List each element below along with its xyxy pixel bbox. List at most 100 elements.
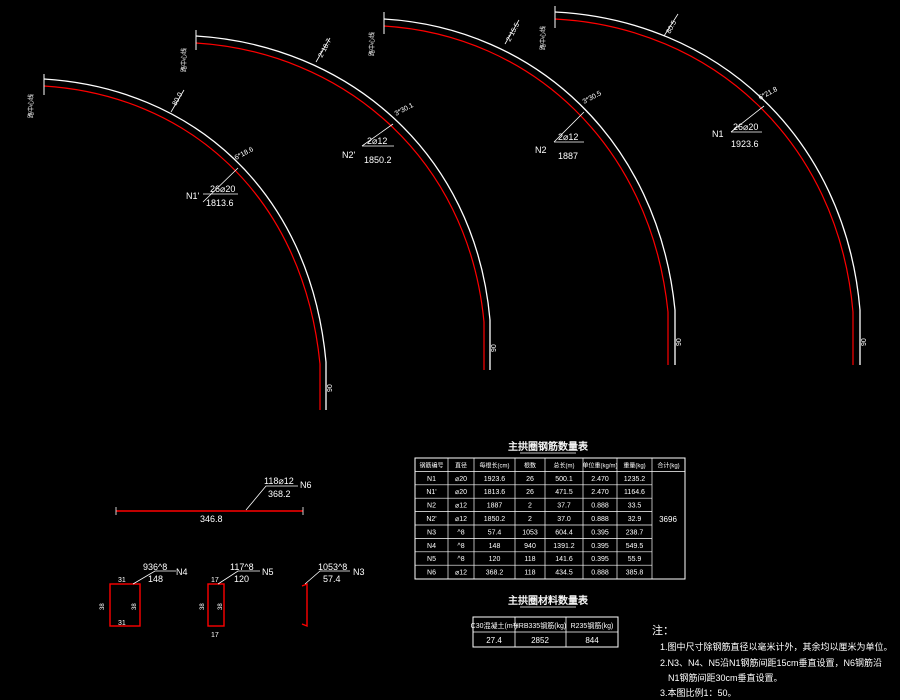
table1-cell: 118: [524, 570, 535, 577]
mark-length: 1813.6: [206, 198, 234, 208]
table2-header: C30混凝土(m³): [471, 621, 518, 630]
table1-total: 3696: [659, 515, 677, 524]
n5-top-dim: 17: [211, 577, 219, 584]
mark-leader: [361, 123, 394, 147]
table1-cell: 0.395: [591, 543, 609, 550]
n3-name: N3: [353, 567, 365, 577]
n4-stirrup-detail: 936^8 N4 148 31 31 38 38: [100, 562, 188, 627]
dim-mid: 3*30.1: [394, 102, 415, 118]
table1-title: 主拱圈钢筋数量表: [508, 440, 589, 453]
n3-leader: [304, 570, 350, 585]
arch-outline: [43, 78, 327, 410]
table1-cell: N4: [427, 543, 436, 550]
table1-cell: 1887: [487, 503, 503, 510]
rebar-quantity-table: 主拱圈钢筋数量表 钢筋编号直径每根长(cm)根数总长(m)单位重(kg/m)重量…: [414, 440, 686, 580]
note-line: N1钢筋间距30cm垂直设置。: [668, 672, 783, 683]
table1-cell: 26: [526, 476, 534, 483]
table1-cell: 148: [489, 543, 501, 550]
rebar-line: [383, 25, 669, 365]
table1-cell: N1: [427, 476, 436, 483]
n5-length: 120: [234, 574, 249, 584]
table1-cell: ^8: [457, 543, 464, 550]
table1-cell: 57.4: [488, 529, 502, 536]
dim-leader: [504, 19, 520, 45]
table1-cell: 0.888: [591, 516, 609, 523]
table1-cell: 604.4: [555, 529, 573, 536]
dim-top: 2*18.7: [318, 38, 334, 59]
table1-cell: 118: [524, 556, 535, 563]
dim-top: 2*15.5: [506, 22, 522, 43]
arc-detail-n2-prime: 路中心线 2*18.7 3*30.1 N2' 2⌀12 1850.2 90: [180, 30, 498, 370]
arch-outline: [383, 18, 676, 365]
table1-cell: 26: [526, 489, 534, 496]
table1-cell: N5: [427, 556, 436, 563]
n6-name: N6: [300, 480, 312, 490]
arc-detail-n1: 路中心线 80.5 6*21.8 N1 26⌀20 1923.6 90: [539, 6, 868, 365]
n5-right-dim: 38: [218, 603, 224, 610]
table1-cell: 0.888: [591, 570, 609, 577]
table1-header: 重量(kg): [623, 461, 645, 469]
mark-qty: 26⌀20: [733, 122, 758, 132]
mark-leader: [730, 105, 765, 133]
mark-qty: 2⌀12: [558, 132, 578, 142]
table2-value: 27.4: [486, 636, 502, 645]
dim-leader: [315, 37, 331, 63]
table1-header: 单位重(kg/m): [583, 461, 618, 469]
table1-header: 直径: [455, 461, 467, 469]
table1-header: 总长(m): [554, 461, 575, 469]
mark-qty: 26⌀20: [210, 184, 235, 194]
table1-cell: 500.1: [555, 476, 573, 483]
n5-bottom-dim: 17: [211, 632, 219, 639]
table1-cell: 32.9: [628, 516, 642, 523]
rebar-line: [43, 85, 321, 410]
rebar-line: [195, 42, 485, 370]
table1-header: 合计(kg): [657, 461, 679, 469]
dim-leader: [170, 89, 185, 113]
table1-cell: 1164.6: [624, 489, 645, 496]
table1-cell: 1923.6: [484, 476, 506, 483]
table1-cell: 33.5: [628, 503, 642, 510]
table1-cell: 238.7: [626, 529, 644, 536]
n3-qty: 1053^8: [318, 562, 347, 572]
table1-cell: N1': [426, 489, 436, 496]
arc-detail-n2: 路中心线 2*15.5 3*30.5 N2 2⌀12 1887 90: [368, 12, 683, 365]
table1-cell: N2: [427, 503, 436, 510]
dim-mid: 3*30.5: [582, 90, 603, 106]
note-line: 3.本图比例1：50。: [660, 687, 737, 698]
table1-cell: 37.0: [557, 516, 571, 523]
table1-cell: 1053: [522, 529, 538, 536]
mark-name: N1': [186, 191, 200, 201]
table1-cell: ^8: [457, 529, 464, 536]
table1-cell: 0.395: [591, 556, 609, 563]
n6-length: 368.2: [268, 489, 291, 499]
table2-header: HRB335钢筋(kg): [514, 621, 567, 630]
n4-name: N4: [176, 567, 188, 577]
table1-cell: 2.470: [591, 489, 609, 496]
table2-title: 主拱圈材料数量表: [508, 594, 589, 607]
dim-leader: [663, 13, 679, 37]
mark-length: 1850.2: [364, 155, 392, 165]
n6-leader: [245, 485, 298, 511]
n6-dim: 346.8: [200, 514, 223, 524]
n4-bottom-dim: 31: [118, 620, 126, 627]
mark-name: N2': [342, 150, 356, 160]
table1-header: 根数: [524, 461, 536, 469]
notes-title: 注：: [652, 623, 674, 637]
n5-stirrup-detail: 117^8 N5 120 17 17 38 38: [200, 562, 274, 639]
dim-end: 90: [676, 338, 683, 346]
n3-tie: [301, 582, 308, 628]
dim-top: 80.0: [172, 92, 185, 107]
table1-cell: N6: [427, 570, 436, 577]
note-line: 1.图中尺寸除钢筋直径以毫米计外，其余均以厘米为单位。: [660, 641, 893, 652]
n4-length: 148: [148, 574, 163, 584]
n4-leader: [132, 570, 176, 585]
table2-value: 844: [585, 636, 599, 645]
n4-left-dim: 38: [100, 603, 106, 610]
table1-cell: 368.2: [486, 570, 504, 577]
table1-cell: 1235.2: [624, 476, 646, 483]
n3-tie-detail: 1053^8 N3 57.4: [301, 562, 365, 628]
mark-qty: 2⌀12: [367, 136, 387, 146]
table1-cell: ⌀12: [455, 503, 467, 510]
arc-detail-n1-prime: 路中心线 80.0 6*18.6 N1' 26⌀20 1813.6 90: [27, 74, 334, 410]
